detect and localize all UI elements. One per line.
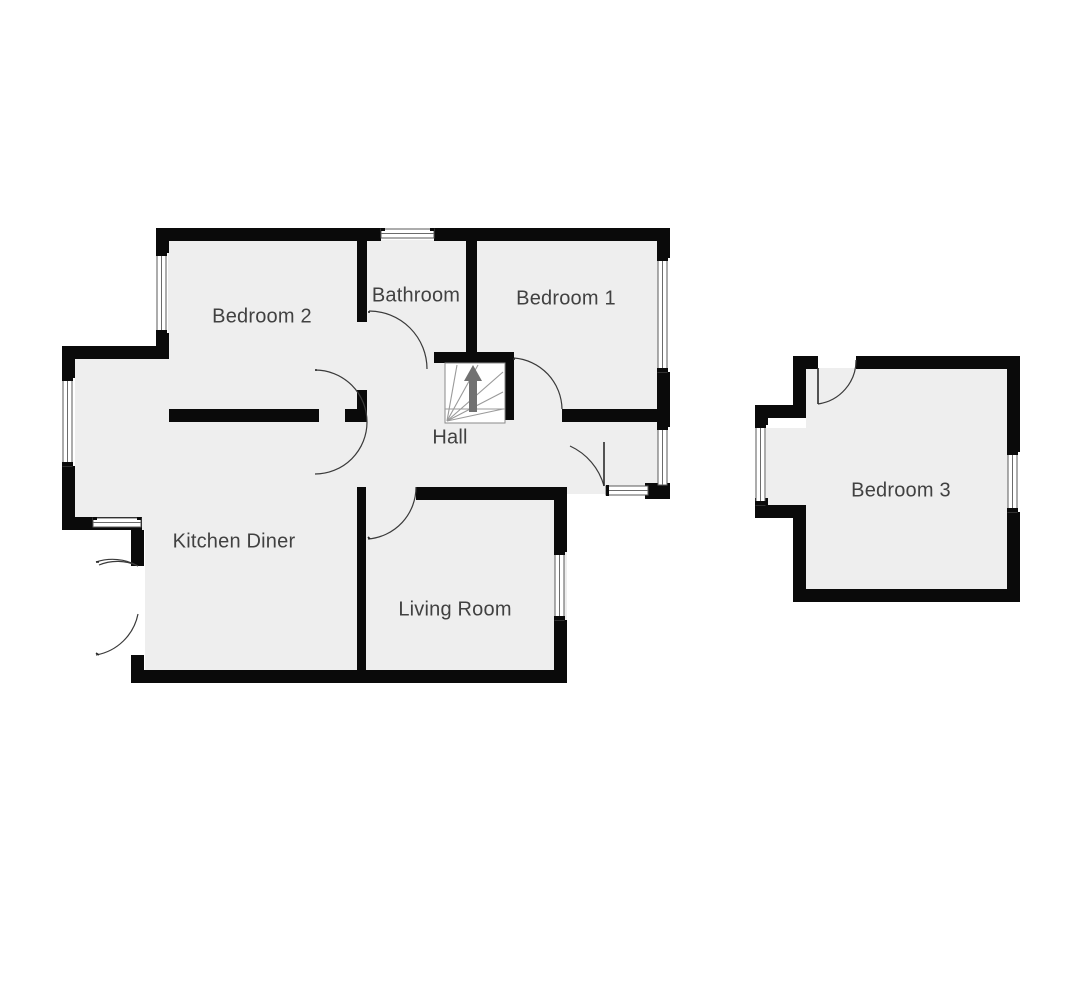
door-kitchen-french-upper	[95, 558, 139, 567]
window-bathroom-north	[380, 228, 435, 239]
room-label-hall: Hall	[432, 426, 467, 448]
doors	[95, 310, 857, 656]
door-kitchen-french-lower	[95, 613, 139, 656]
windows	[62, 228, 1018, 621]
window-bedroom1-east	[657, 257, 668, 373]
staircase	[444, 362, 506, 424]
stair-up-arrow-icon	[464, 365, 482, 412]
room-label-bathroom: Bathroom	[372, 284, 460, 306]
window-hall-east	[657, 426, 668, 486]
window-bedroom3-east	[1007, 451, 1018, 513]
annex-floor	[766, 368, 1010, 595]
window-bedroom2-west	[156, 252, 167, 334]
door-bedroom3	[817, 359, 857, 405]
window-front-door-threshold	[605, 485, 649, 496]
window-kitchen-southwest	[92, 517, 142, 528]
door-front-entrance	[569, 442, 605, 487]
room-label-bedroom-1: Bedroom 1	[516, 287, 616, 309]
room-label-bedroom-3: Bedroom 3	[851, 479, 951, 501]
room-labels: Bedroom 2 Bathroom Bedroom 1 Hall Kitche…	[173, 284, 951, 620]
window-kitchen-west	[62, 377, 73, 467]
room-label-bedroom-2: Bedroom 2	[212, 305, 312, 327]
room-label-kitchen-diner: Kitchen Diner	[173, 530, 296, 552]
room-label-living-room: Living Room	[398, 598, 511, 620]
door-bathroom	[368, 310, 428, 370]
door-bedroom2	[314, 369, 368, 475]
annex-walls	[755, 356, 1020, 602]
door-bedroom1	[513, 357, 563, 410]
window-bedroom3-west	[755, 424, 766, 506]
window-living-room-east	[554, 551, 565, 621]
door-living-room	[367, 486, 417, 540]
